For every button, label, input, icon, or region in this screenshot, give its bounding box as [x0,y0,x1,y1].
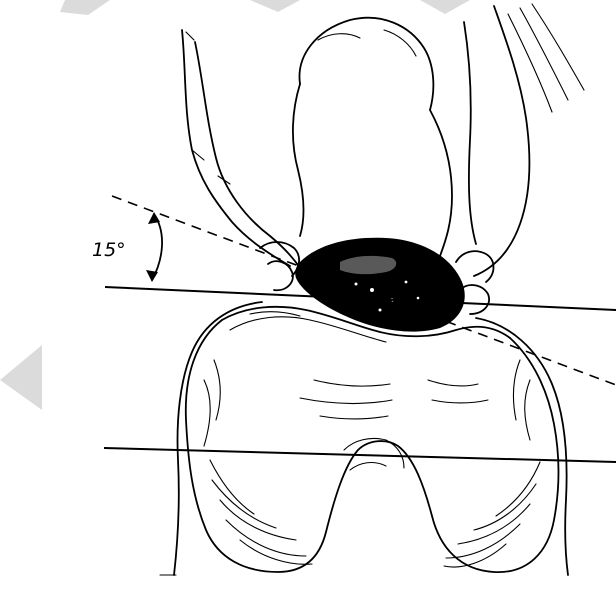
lower-reference-line [104,448,616,462]
femur-condyles [186,307,559,572]
arrowhead-bottom [146,270,158,282]
soft-tissue-outline [160,302,568,575]
reference-lines [104,196,616,462]
patella [295,238,465,332]
arrowhead-top [148,212,160,224]
tilt-angle-indicator: 15° [92,212,162,282]
watermark [0,0,470,410]
angle-arc [152,214,162,280]
angle-label: 15° [92,239,126,261]
